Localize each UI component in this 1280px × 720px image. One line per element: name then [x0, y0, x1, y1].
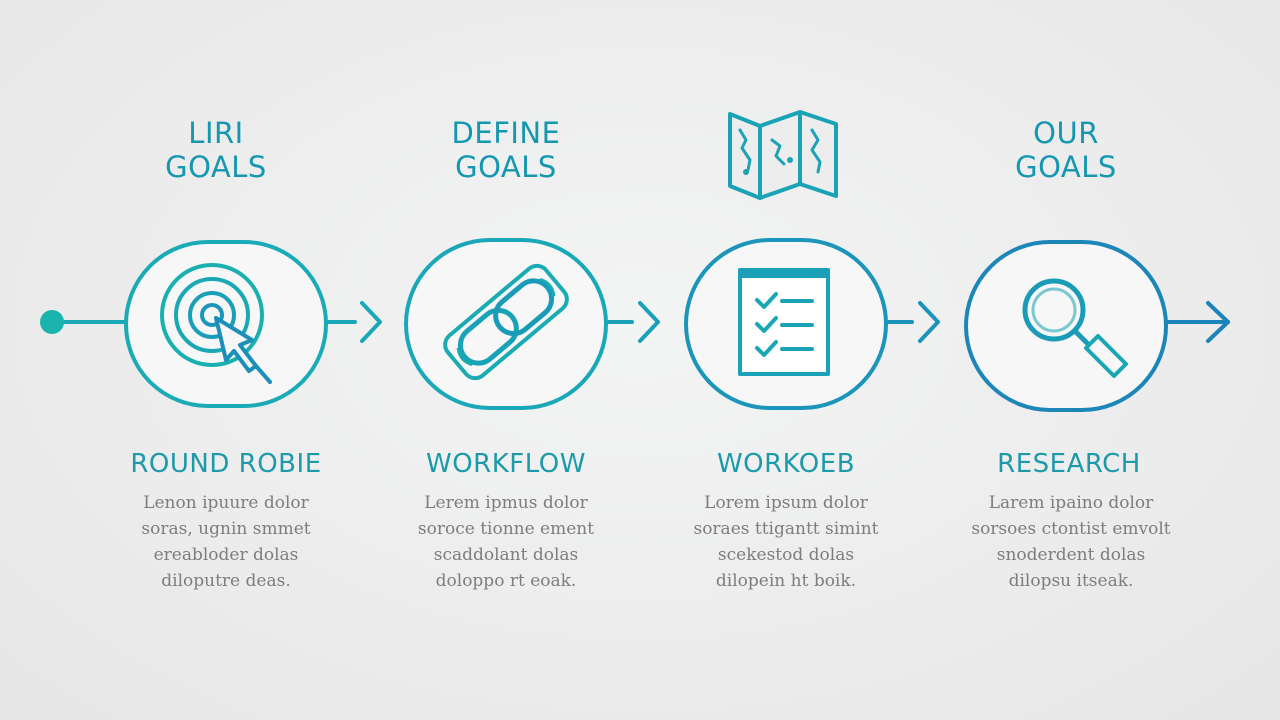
step-1-title: ROUND ROBIE [130, 449, 322, 479]
step-1-description: Lenon ipuure dolor soras, ugnin smmet er… [141, 493, 311, 591]
chevron-right-icon [360, 301, 382, 343]
folded-map-icon [728, 110, 838, 200]
step-2-heading: DEFINE GOALS [451, 116, 561, 184]
target-cursor-icon [160, 263, 272, 384]
magnifier-icon [1022, 278, 1128, 378]
chevron-right-icon [918, 301, 940, 343]
step-2-description: Lerem ipmus dolor soroce tionne ement sc… [417, 493, 595, 591]
step-4-description: Larem ipaino dolor sorsoes ctontist emvo… [971, 493, 1171, 591]
step-2-title: WORKFLOW [426, 449, 586, 479]
step-3-title: WORKOEB [716, 449, 856, 479]
chevron-right-icon [1206, 301, 1230, 343]
chevron-right-icon [638, 301, 660, 343]
step-4-title: RESEARCH [997, 449, 1141, 479]
checklist-icon [738, 268, 830, 376]
step-node-2 [404, 238, 608, 410]
step-3-description: Lorem ipsum dolor soraes ttigantt simint… [693, 493, 879, 591]
start-dot [40, 310, 64, 334]
step-1-heading: LIRI GOALS [165, 116, 267, 184]
step-4-heading: OUR GOALS [1015, 116, 1117, 184]
chain-link-icon [443, 263, 569, 381]
